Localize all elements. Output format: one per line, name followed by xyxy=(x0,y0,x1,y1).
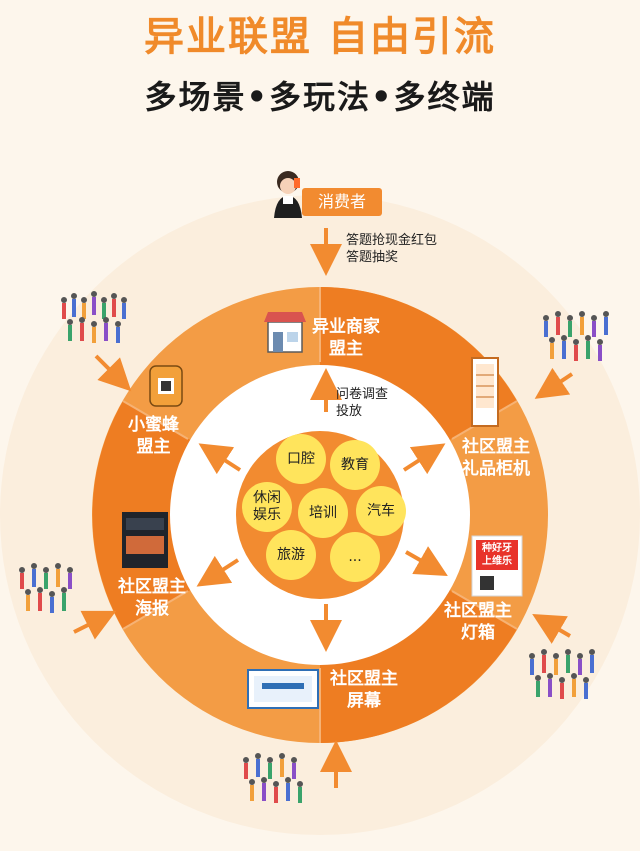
consumer-icon xyxy=(274,171,302,218)
category-bubble: 口腔 xyxy=(276,434,326,484)
survey-line-1: 问卷调查 xyxy=(336,387,389,402)
crowd-left xyxy=(19,563,73,613)
crowd-top-left xyxy=(61,291,127,343)
gift-cabinet-icon xyxy=(471,357,499,427)
consumer-actions: 答题抢现金红包 答题抽奖 xyxy=(346,232,437,266)
bee-backpack-icon xyxy=(149,365,183,407)
crowd-bottom xyxy=(243,753,303,803)
survey-label: 问卷调查 投放 xyxy=(336,386,388,420)
category-bubble: 汽车 xyxy=(356,486,406,536)
lightbox-sign-text: 种好牙 上维乐 xyxy=(482,543,512,567)
page-subtitle: 多场景•多玩法•多终端 xyxy=(144,78,496,116)
node-screen: 社区盟主 屏幕 xyxy=(330,669,398,711)
node-bee: 小蜜蜂 盟主 xyxy=(128,415,179,457)
category-bubble: 培训 xyxy=(298,488,348,538)
crowd-right xyxy=(529,649,595,699)
node-lightbox: 社区盟主 灯箱 xyxy=(444,601,512,643)
consumer-action-2: 答题抽奖 xyxy=(346,250,399,265)
crowd-arrows xyxy=(73,354,574,788)
center-arrows xyxy=(196,443,448,652)
node-gift-cabinet: 社区盟主 礼品柜机 xyxy=(462,437,530,479)
category-bubble: ... xyxy=(330,532,380,582)
node-merchant: 异业商家 盟主 xyxy=(312,317,380,359)
merchant-shop-icon xyxy=(264,312,306,353)
consumer-label: 消费者 xyxy=(302,188,382,216)
consumer-action-1: 答题抢现金红包 xyxy=(346,233,438,248)
ring-dividers xyxy=(122,287,518,743)
screen-icon xyxy=(247,669,319,709)
category-bubble: 休闲 娱乐 xyxy=(242,482,292,532)
node-poster: 社区盟主 海报 xyxy=(118,577,186,619)
poster-icon xyxy=(122,512,168,568)
category-bubble: 旅游 xyxy=(266,530,316,580)
page-title: 异业联盟 自由引流 xyxy=(144,14,496,60)
survey-line-2: 投放 xyxy=(336,404,363,419)
crowd-top-right xyxy=(543,311,609,361)
lightbox-sign-icon xyxy=(471,535,523,597)
category-bubble: 教育 xyxy=(330,440,380,490)
